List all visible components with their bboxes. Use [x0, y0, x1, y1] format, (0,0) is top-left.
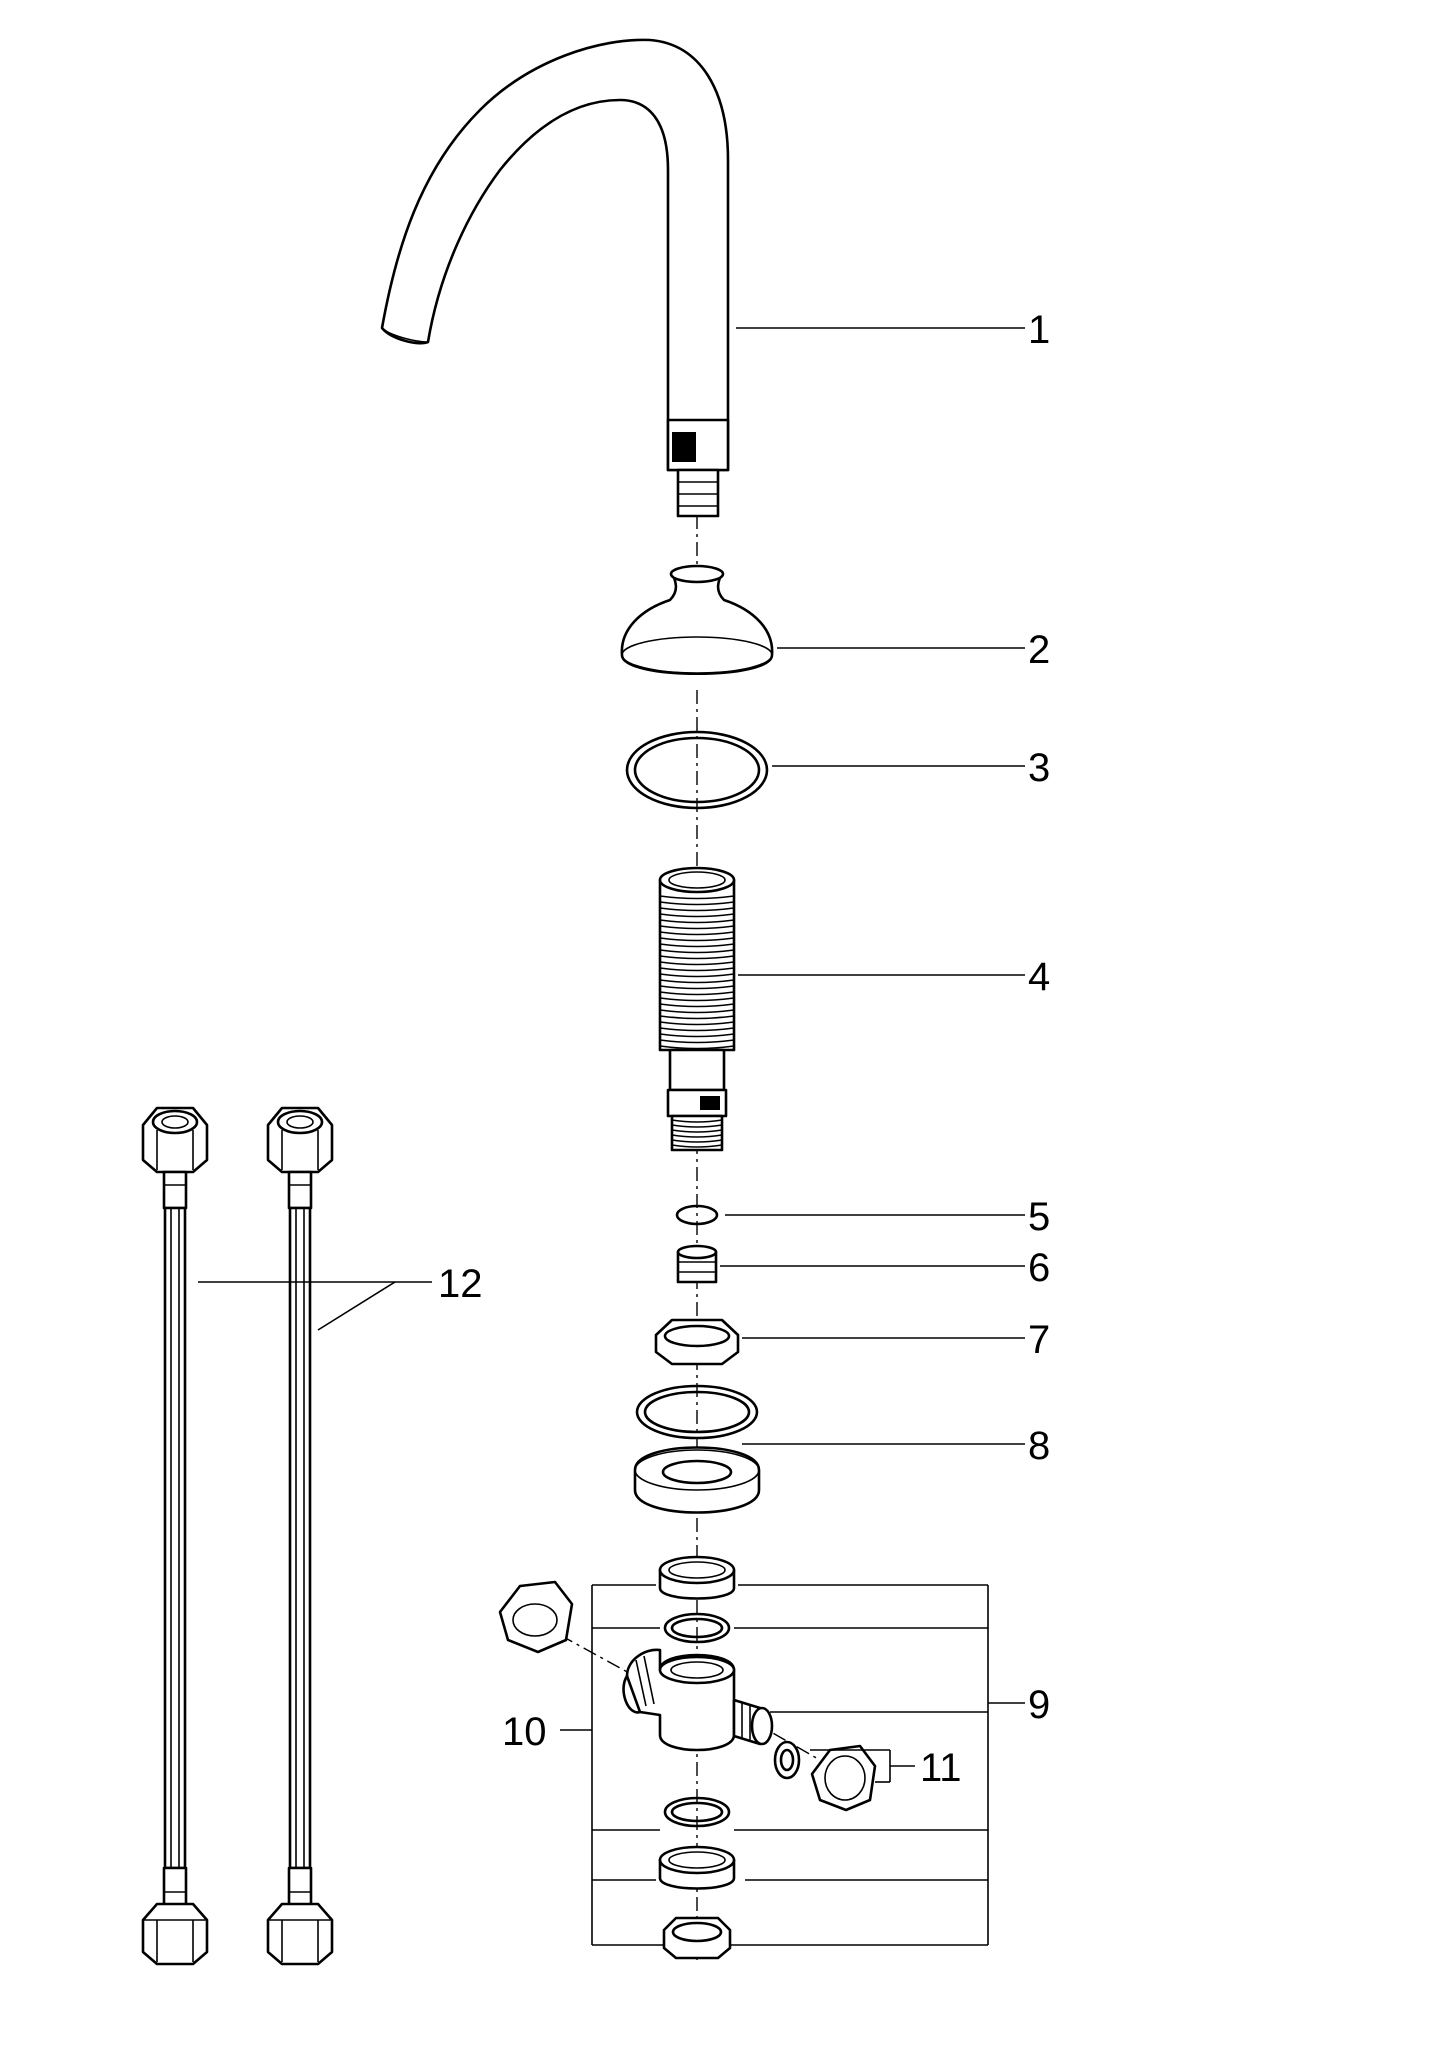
label-part-10: 10: [502, 1710, 547, 1754]
label-part-7: 7: [1028, 1318, 1050, 1362]
label-part-12: 12: [438, 1262, 483, 1306]
part-o-ring-large: [625, 730, 769, 810]
part-hex-nut: [654, 1318, 740, 1366]
part-number-labels: 1 2 3 4 5 6 7 8 9 10 11 12: [438, 308, 1050, 1790]
label-part-5: 5: [1028, 1195, 1050, 1239]
label-part-8: 8: [1028, 1424, 1050, 1468]
part-plug-and-washer: [773, 1740, 877, 1812]
label-part-4: 4: [1028, 955, 1050, 999]
part-tee-fitting-group: [498, 1555, 774, 1960]
part-nipple: [676, 1244, 718, 1284]
label-part-3: 3: [1028, 746, 1050, 790]
part-threaded-shank: [658, 866, 736, 1152]
label-part-2: 2: [1028, 628, 1050, 672]
part-spout: [380, 38, 730, 518]
label-part-9: 9: [1028, 1683, 1050, 1727]
leader-lines: [198, 327, 1025, 1946]
part-ring-and-flange: [633, 1384, 761, 1514]
part-flex-hoses: [141, 1106, 334, 1966]
label-part-1: 1: [1028, 308, 1050, 352]
part-small-washer: [675, 1204, 719, 1226]
part-escutcheon: [620, 564, 774, 675]
label-part-11: 11: [920, 1746, 962, 1790]
label-part-6: 6: [1028, 1246, 1050, 1290]
